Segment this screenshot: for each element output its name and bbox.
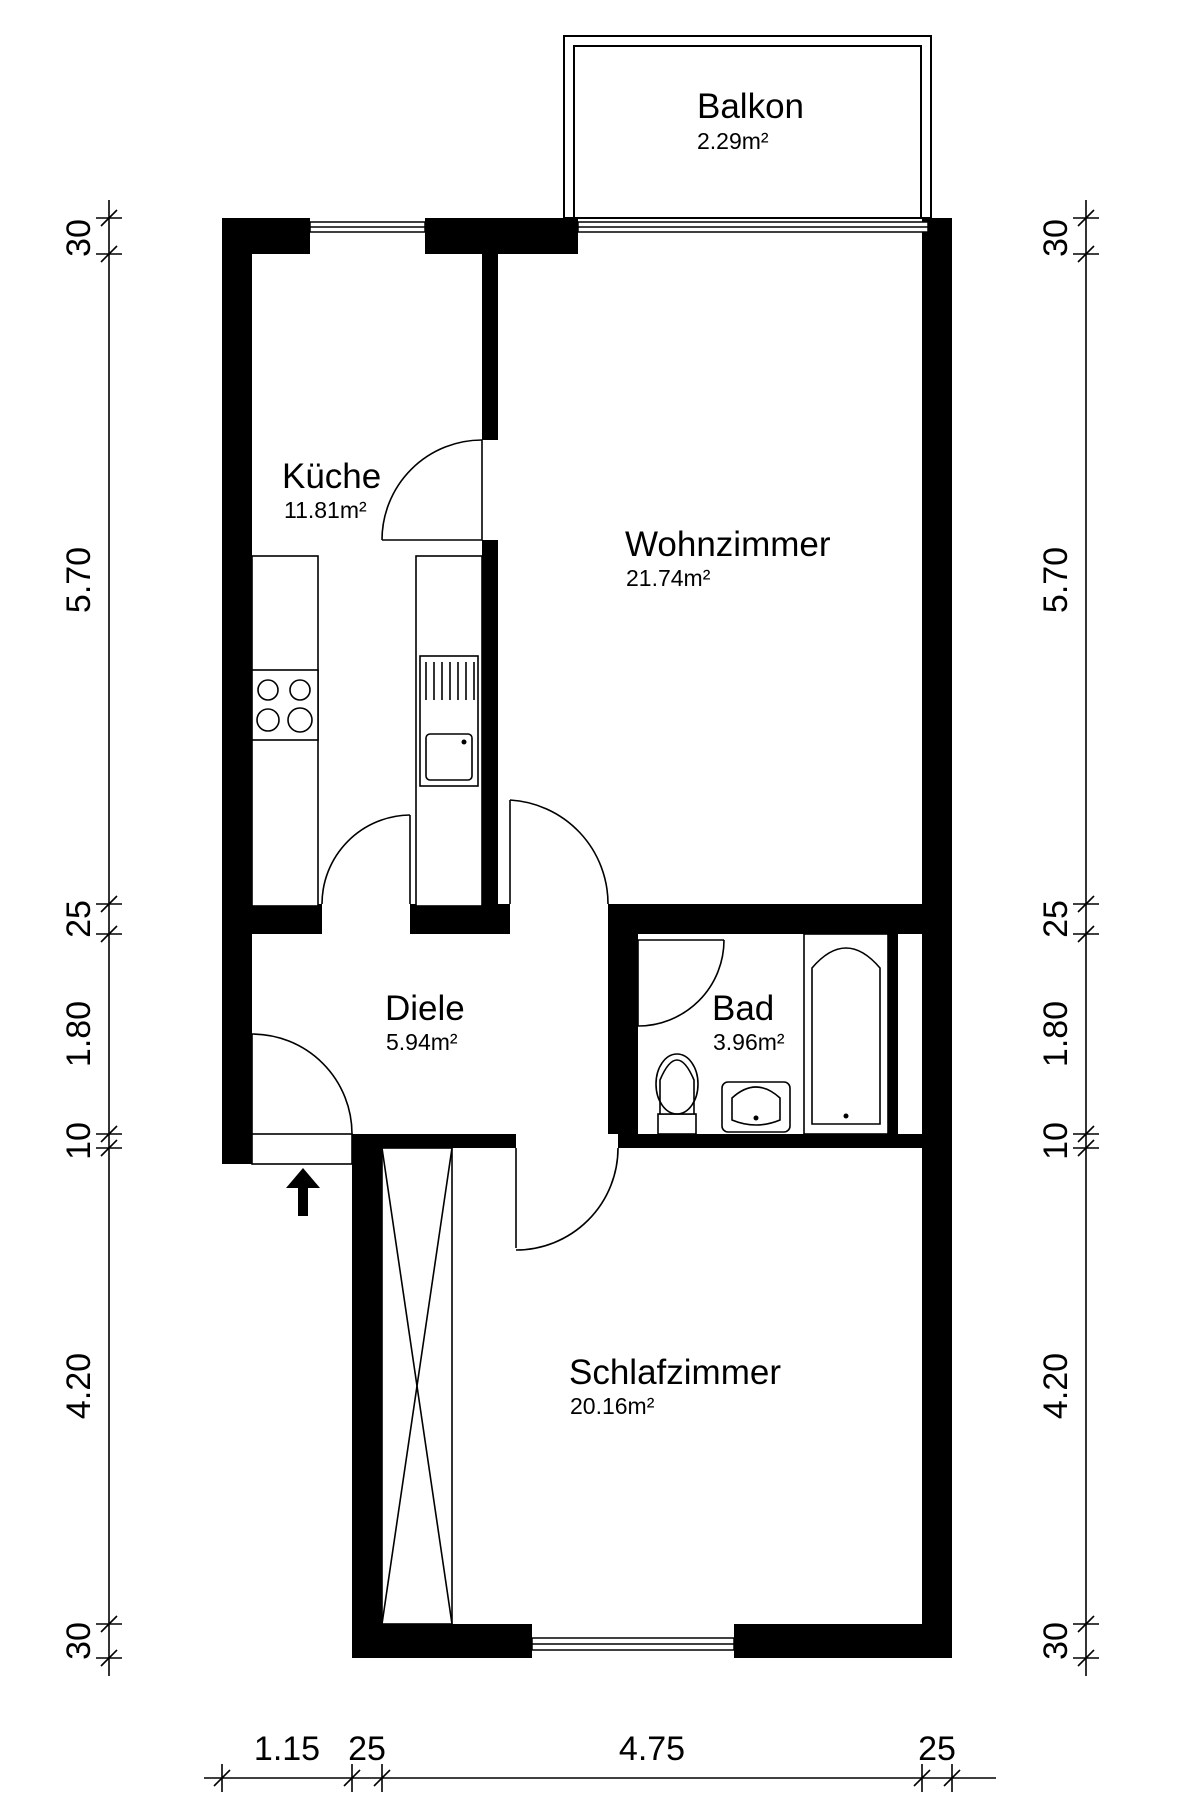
washbasin-icon <box>721 1081 791 1133</box>
dim-right-wall-2: 10 <box>1037 1122 1075 1160</box>
kueche-area: 11.81m² <box>284 497 367 523</box>
sink-icon <box>419 655 479 787</box>
dim-right-kitchen: 5.70 <box>1037 547 1075 613</box>
dim-right-wall-1: 25 <box>1037 900 1075 938</box>
dim-left-bottom-wall: 30 <box>60 1622 98 1660</box>
bad-area: 3.96m² <box>713 1029 785 1055</box>
windows <box>309 221 929 1651</box>
dim-left-hall: 1.80 <box>60 1001 98 1067</box>
dim-right-bottom-wall: 30 <box>1037 1622 1075 1660</box>
dimension-lines-right <box>1073 200 1099 1676</box>
bad-label: Bad <box>712 989 774 1028</box>
dim-left-kitchen: 5.70 <box>60 547 98 613</box>
stove-icon <box>256 679 313 733</box>
diele-label: Diele <box>385 989 465 1028</box>
wohnzimmer-area: 21.74m² <box>626 565 711 591</box>
bathtub-icon <box>803 933 889 1135</box>
schlafzimmer-label: Schlafzimmer <box>569 1353 781 1392</box>
balcony <box>563 35 932 219</box>
dim-left-wall-2: 10 <box>60 1122 98 1160</box>
dim-left-bedroom: 4.20 <box>60 1353 98 1419</box>
wohnzimmer-label: Wohnzimmer <box>625 525 831 564</box>
dimension-labels-right: 30 5.70 25 1.80 10 4.20 30 <box>1037 219 1075 1660</box>
dimension-labels-left: 30 5.70 25 1.80 10 4.20 30 <box>60 219 98 1660</box>
kitchen-counter-left <box>251 555 319 907</box>
diele-area: 5.94m² <box>386 1029 458 1055</box>
walls <box>222 218 952 1658</box>
toilet-icon <box>655 1053 699 1135</box>
dimension-labels-bottom: 1.15 25 4.75 25 <box>254 1730 956 1768</box>
schlafzimmer-area: 20.16m² <box>570 1393 655 1419</box>
dim-right-hall: 1.80 <box>1037 1001 1075 1067</box>
dimension-lines-bottom <box>204 1764 996 1792</box>
doors <box>251 439 725 1251</box>
dim-bottom-wall-1: 25 <box>348 1730 386 1768</box>
dim-left-wall-1: 25 <box>60 900 98 938</box>
dim-right-bedroom: 4.20 <box>1037 1353 1075 1419</box>
kueche-label: Küche <box>282 457 381 496</box>
dim-left-top-wall: 30 <box>60 219 98 257</box>
balkon-area: 2.29m² <box>697 128 769 154</box>
entrance-arrow-icon <box>286 1168 320 1216</box>
dim-bottom-wall-2: 25 <box>918 1730 956 1768</box>
dim-bottom-hall-width: 1.15 <box>254 1730 320 1768</box>
room-labels: Balkon 2.29m² Küche 11.81m² Wohnzimmer 2… <box>282 87 831 1419</box>
dimension-lines-left <box>96 200 122 1676</box>
dim-bottom-bedroom-width: 4.75 <box>619 1730 685 1768</box>
wardrobe <box>381 1147 453 1625</box>
balkon-label: Balkon <box>697 87 804 126</box>
dim-right-top-wall: 30 <box>1037 219 1075 257</box>
